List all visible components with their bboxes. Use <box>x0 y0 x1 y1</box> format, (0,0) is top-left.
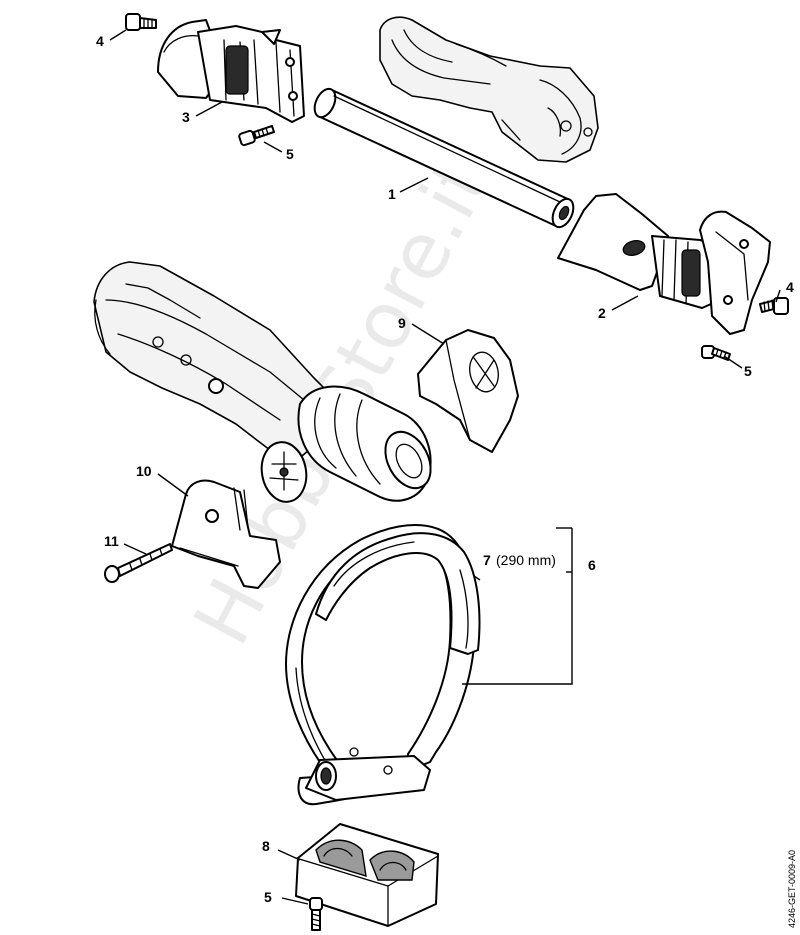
fan-housing <box>93 261 432 503</box>
callout-5-right: 5 <box>744 363 752 379</box>
part-5-screw-bottom <box>309 897 323 931</box>
part-5-screw-top <box>238 125 275 147</box>
callout-3: 3 <box>182 109 190 125</box>
part-1-tube <box>313 87 575 229</box>
part-2-clamp-housing <box>557 193 771 335</box>
part-6-loop-handle <box>285 524 481 806</box>
leader-lines <box>109 29 781 905</box>
callout-5-top: 5 <box>286 146 294 162</box>
callout-2: 2 <box>598 305 606 321</box>
part-3-clamp-housing <box>157 19 305 123</box>
callout-11: 11 <box>104 533 119 549</box>
part-9-cover <box>417 329 519 453</box>
callout-6: 6 <box>588 557 596 573</box>
part-10-bracket <box>171 479 281 589</box>
callouts: 4 3 5 1 2 4 5 9 10 11 7 (290 mm) 6 8 5 <box>96 33 794 905</box>
part-8-clamp-block <box>295 823 439 927</box>
callout-7: 7 <box>483 552 491 568</box>
callout-5-bottom: 5 <box>264 889 272 905</box>
callout-4-right: 4 <box>786 279 794 295</box>
callout-9: 9 <box>398 315 406 331</box>
callout-10: 10 <box>136 463 152 479</box>
part-4-screw-top <box>125 13 157 31</box>
callout-8: 8 <box>262 838 270 854</box>
callout-1: 1 <box>388 186 396 202</box>
drawing-number: 4246-GET-0009-A0 <box>787 850 797 928</box>
rear-handle <box>379 16 599 163</box>
part-11-screw <box>104 543 173 583</box>
callout-4-top: 4 <box>96 33 104 49</box>
drawing-number-text: 4246-GET-0009-A0 <box>787 850 797 928</box>
callout-7-length: (290 mm) <box>496 552 556 568</box>
part-4-screw-right <box>759 297 789 315</box>
